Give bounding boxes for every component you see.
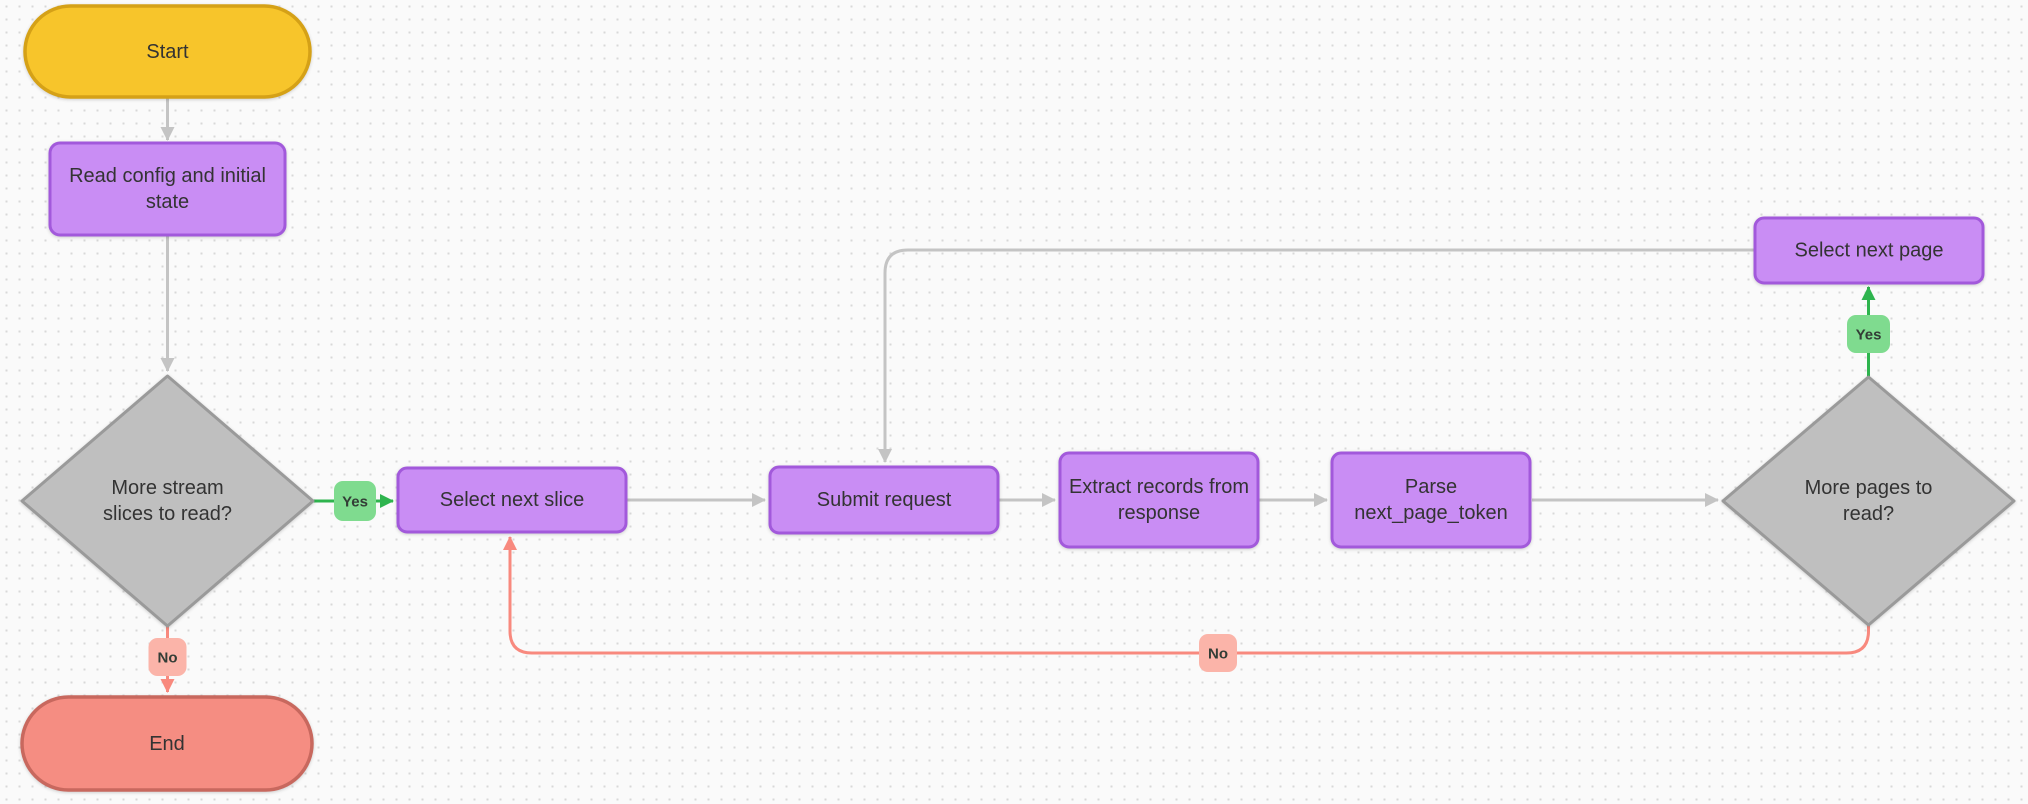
process-shape[interactable]: [1753, 216, 1985, 285]
node-read-config[interactable]: Read config and initial state: [48, 141, 287, 237]
node-more-pages[interactable]: More pages to read?: [1721, 375, 2016, 627]
edge-label-yes-slices: Yes: [334, 481, 376, 521]
yes-badge: [334, 481, 376, 521]
decision-shape[interactable]: [20, 374, 315, 628]
node-more-stream-slices[interactable]: More stream slices to read?: [20, 374, 315, 628]
process-shape[interactable]: [48, 141, 287, 237]
node-end[interactable]: End: [20, 695, 314, 792]
process-shape[interactable]: [1058, 451, 1260, 549]
edge-label-yes-pages: Yes: [1847, 315, 1890, 353]
node-start[interactable]: Start: [23, 4, 312, 99]
no-badge: [1199, 634, 1237, 672]
edge-label-no-slices: No: [148, 638, 187, 676]
node-label-line2: next_page_token: [1354, 502, 1507, 524]
process-shape[interactable]: [396, 466, 628, 534]
edge-morepages-no-to-selectslice: [503, 536, 1870, 655]
yes-badge-label: Yes: [342, 494, 368, 511]
no-badge: [148, 638, 187, 676]
yes-badge: [1847, 315, 1890, 353]
edge-label-no-pages: No: [1199, 634, 1237, 672]
node-label-line2: read?: [1843, 503, 1894, 525]
start-terminal-shape[interactable]: [23, 4, 312, 99]
no-badge-label: No: [1208, 646, 1228, 663]
node-label: Select next page: [1795, 240, 1944, 262]
no-badge-label: No: [158, 650, 178, 667]
node-label: Submit request: [817, 489, 952, 511]
node-label-line1: Extract records from: [1069, 476, 1249, 498]
node-label-line1: More stream: [111, 477, 223, 499]
process-shape[interactable]: [1330, 451, 1532, 549]
yes-badge-label: Yes: [1856, 327, 1882, 344]
decision-shape[interactable]: [1721, 375, 2016, 627]
node-label-line1: Parse: [1405, 476, 1457, 498]
node-submit-request[interactable]: Submit request: [768, 465, 1000, 535]
node-select-next-page[interactable]: Select next page: [1753, 216, 1985, 285]
node-parse-next-page-token[interactable]: Parse next_page_token: [1330, 451, 1532, 549]
edges-layer: [160, 97, 1876, 693]
edge-selectpage-to-submit: [878, 248, 1755, 463]
node-label: End: [149, 733, 185, 755]
node-label: Start: [146, 41, 189, 63]
node-extract-records[interactable]: Extract records from response: [1058, 451, 1260, 549]
node-label-line1: More pages to: [1805, 477, 1933, 499]
end-terminal-shape[interactable]: [20, 695, 314, 792]
process-shape[interactable]: [768, 465, 1000, 535]
node-label: Select next slice: [440, 489, 585, 511]
node-label-line2: response: [1118, 502, 1200, 524]
node-label-line1: Read config and initial: [69, 165, 266, 187]
node-label-line2: slices to read?: [103, 503, 232, 525]
node-label-line2: state: [146, 191, 189, 213]
node-select-next-slice[interactable]: Select next slice: [396, 466, 628, 534]
